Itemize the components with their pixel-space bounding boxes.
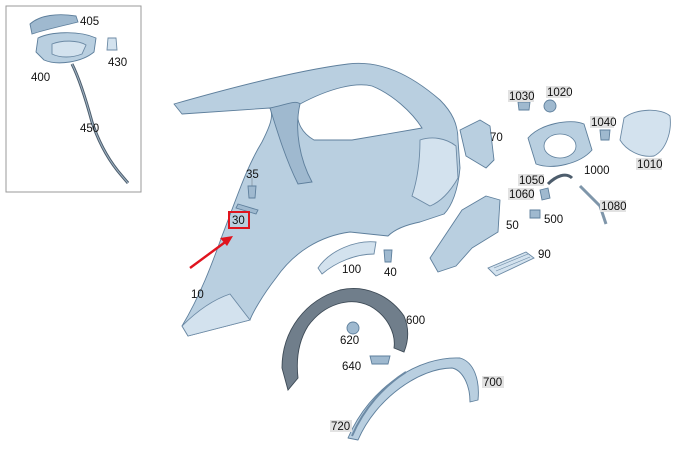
part-600-shape	[281, 288, 409, 391]
callout-highlight	[189, 211, 250, 269]
part-640-clip	[369, 355, 391, 365]
inset-label-405: 405	[80, 16, 99, 28]
inset-label-430: 430	[108, 57, 127, 69]
part-1040-clip	[599, 129, 611, 141]
label-35: 35	[246, 169, 259, 181]
part-1010-fuel-door	[619, 109, 671, 157]
label-720: 720	[331, 421, 350, 433]
part-720-arch-trim	[351, 371, 407, 437]
highlight-box-30	[228, 211, 250, 229]
part-600-wheel-liner	[281, 288, 409, 391]
part-100-bracket	[317, 241, 377, 275]
tag-1080	[600, 200, 626, 212]
label-1060: 1060	[509, 189, 535, 201]
part-90-slats	[493, 253, 531, 272]
label-700: 700	[483, 377, 502, 389]
label-620: 620	[340, 335, 359, 347]
label-1000: 1000	[584, 165, 610, 177]
label-50: 50	[506, 220, 519, 232]
part-1000-opening	[543, 133, 577, 159]
part-35-bolt	[247, 178, 257, 199]
part-1050-hose	[546, 173, 574, 186]
part-1030-pin	[517, 101, 531, 111]
part-1000-filler-housing	[527, 121, 593, 167]
label-1010: 1010	[637, 159, 663, 171]
label-640: 640	[342, 361, 361, 373]
label-1040: 1040	[591, 117, 617, 129]
tag-720	[330, 420, 352, 432]
label-1080: 1080	[601, 201, 627, 213]
part-35-shape	[247, 185, 257, 199]
part-90-vent-grille	[487, 251, 535, 277]
part-10-side-panel	[173, 62, 461, 337]
tag-1050	[518, 174, 544, 186]
tag-1010	[636, 158, 662, 170]
part-10-arch-edge	[181, 293, 251, 337]
label-100: 100	[342, 264, 361, 276]
part-10-pillar	[269, 101, 313, 185]
part-labels: 10 35 30 40 50 70 90 100 500 600 620 640…	[191, 87, 663, 433]
tag-1020	[546, 86, 570, 98]
callout-arrow-line	[189, 239, 229, 269]
part-450-hose-highlight	[71, 63, 129, 184]
part-90-shape	[487, 251, 535, 277]
label-10: 10	[191, 289, 204, 301]
label-1050: 1050	[519, 175, 545, 187]
inset-label-450: 450	[80, 123, 99, 135]
tag-1030	[508, 90, 534, 102]
tag-1040	[590, 116, 614, 128]
label-600: 600	[406, 315, 425, 327]
label-30: 30	[232, 215, 245, 227]
part-70-brace	[459, 119, 495, 169]
part-30-shape	[235, 203, 259, 215]
part-40-bolt	[383, 249, 393, 263]
part-10-rear-shoulder	[411, 137, 459, 207]
part-620-plug	[346, 321, 360, 335]
label-1030: 1030	[509, 91, 535, 103]
part-430-shape	[106, 37, 118, 51]
inset-panel: 405 430 400 450	[5, 5, 142, 193]
part-50-inner-panel	[429, 195, 501, 273]
label-70: 70	[490, 132, 503, 144]
label-tags	[330, 86, 662, 432]
callout-arrowhead	[220, 236, 233, 246]
label-1020: 1020	[547, 87, 573, 99]
label-500: 500	[544, 214, 563, 226]
part-10-window-opening	[297, 84, 423, 141]
part-400-inner	[51, 40, 87, 58]
part-1060-nut	[539, 187, 551, 201]
part-1020-actuator	[543, 99, 557, 113]
part-30-clip	[235, 203, 259, 215]
label-40: 40	[384, 267, 397, 279]
tag-1060	[508, 188, 534, 200]
inset-label-400: 400	[31, 72, 50, 84]
tag-700	[482, 376, 504, 388]
part-500-plug	[529, 209, 541, 219]
part-700-arch-trim	[347, 357, 479, 441]
label-90: 90	[538, 249, 551, 261]
part-405-shape	[29, 14, 79, 35]
